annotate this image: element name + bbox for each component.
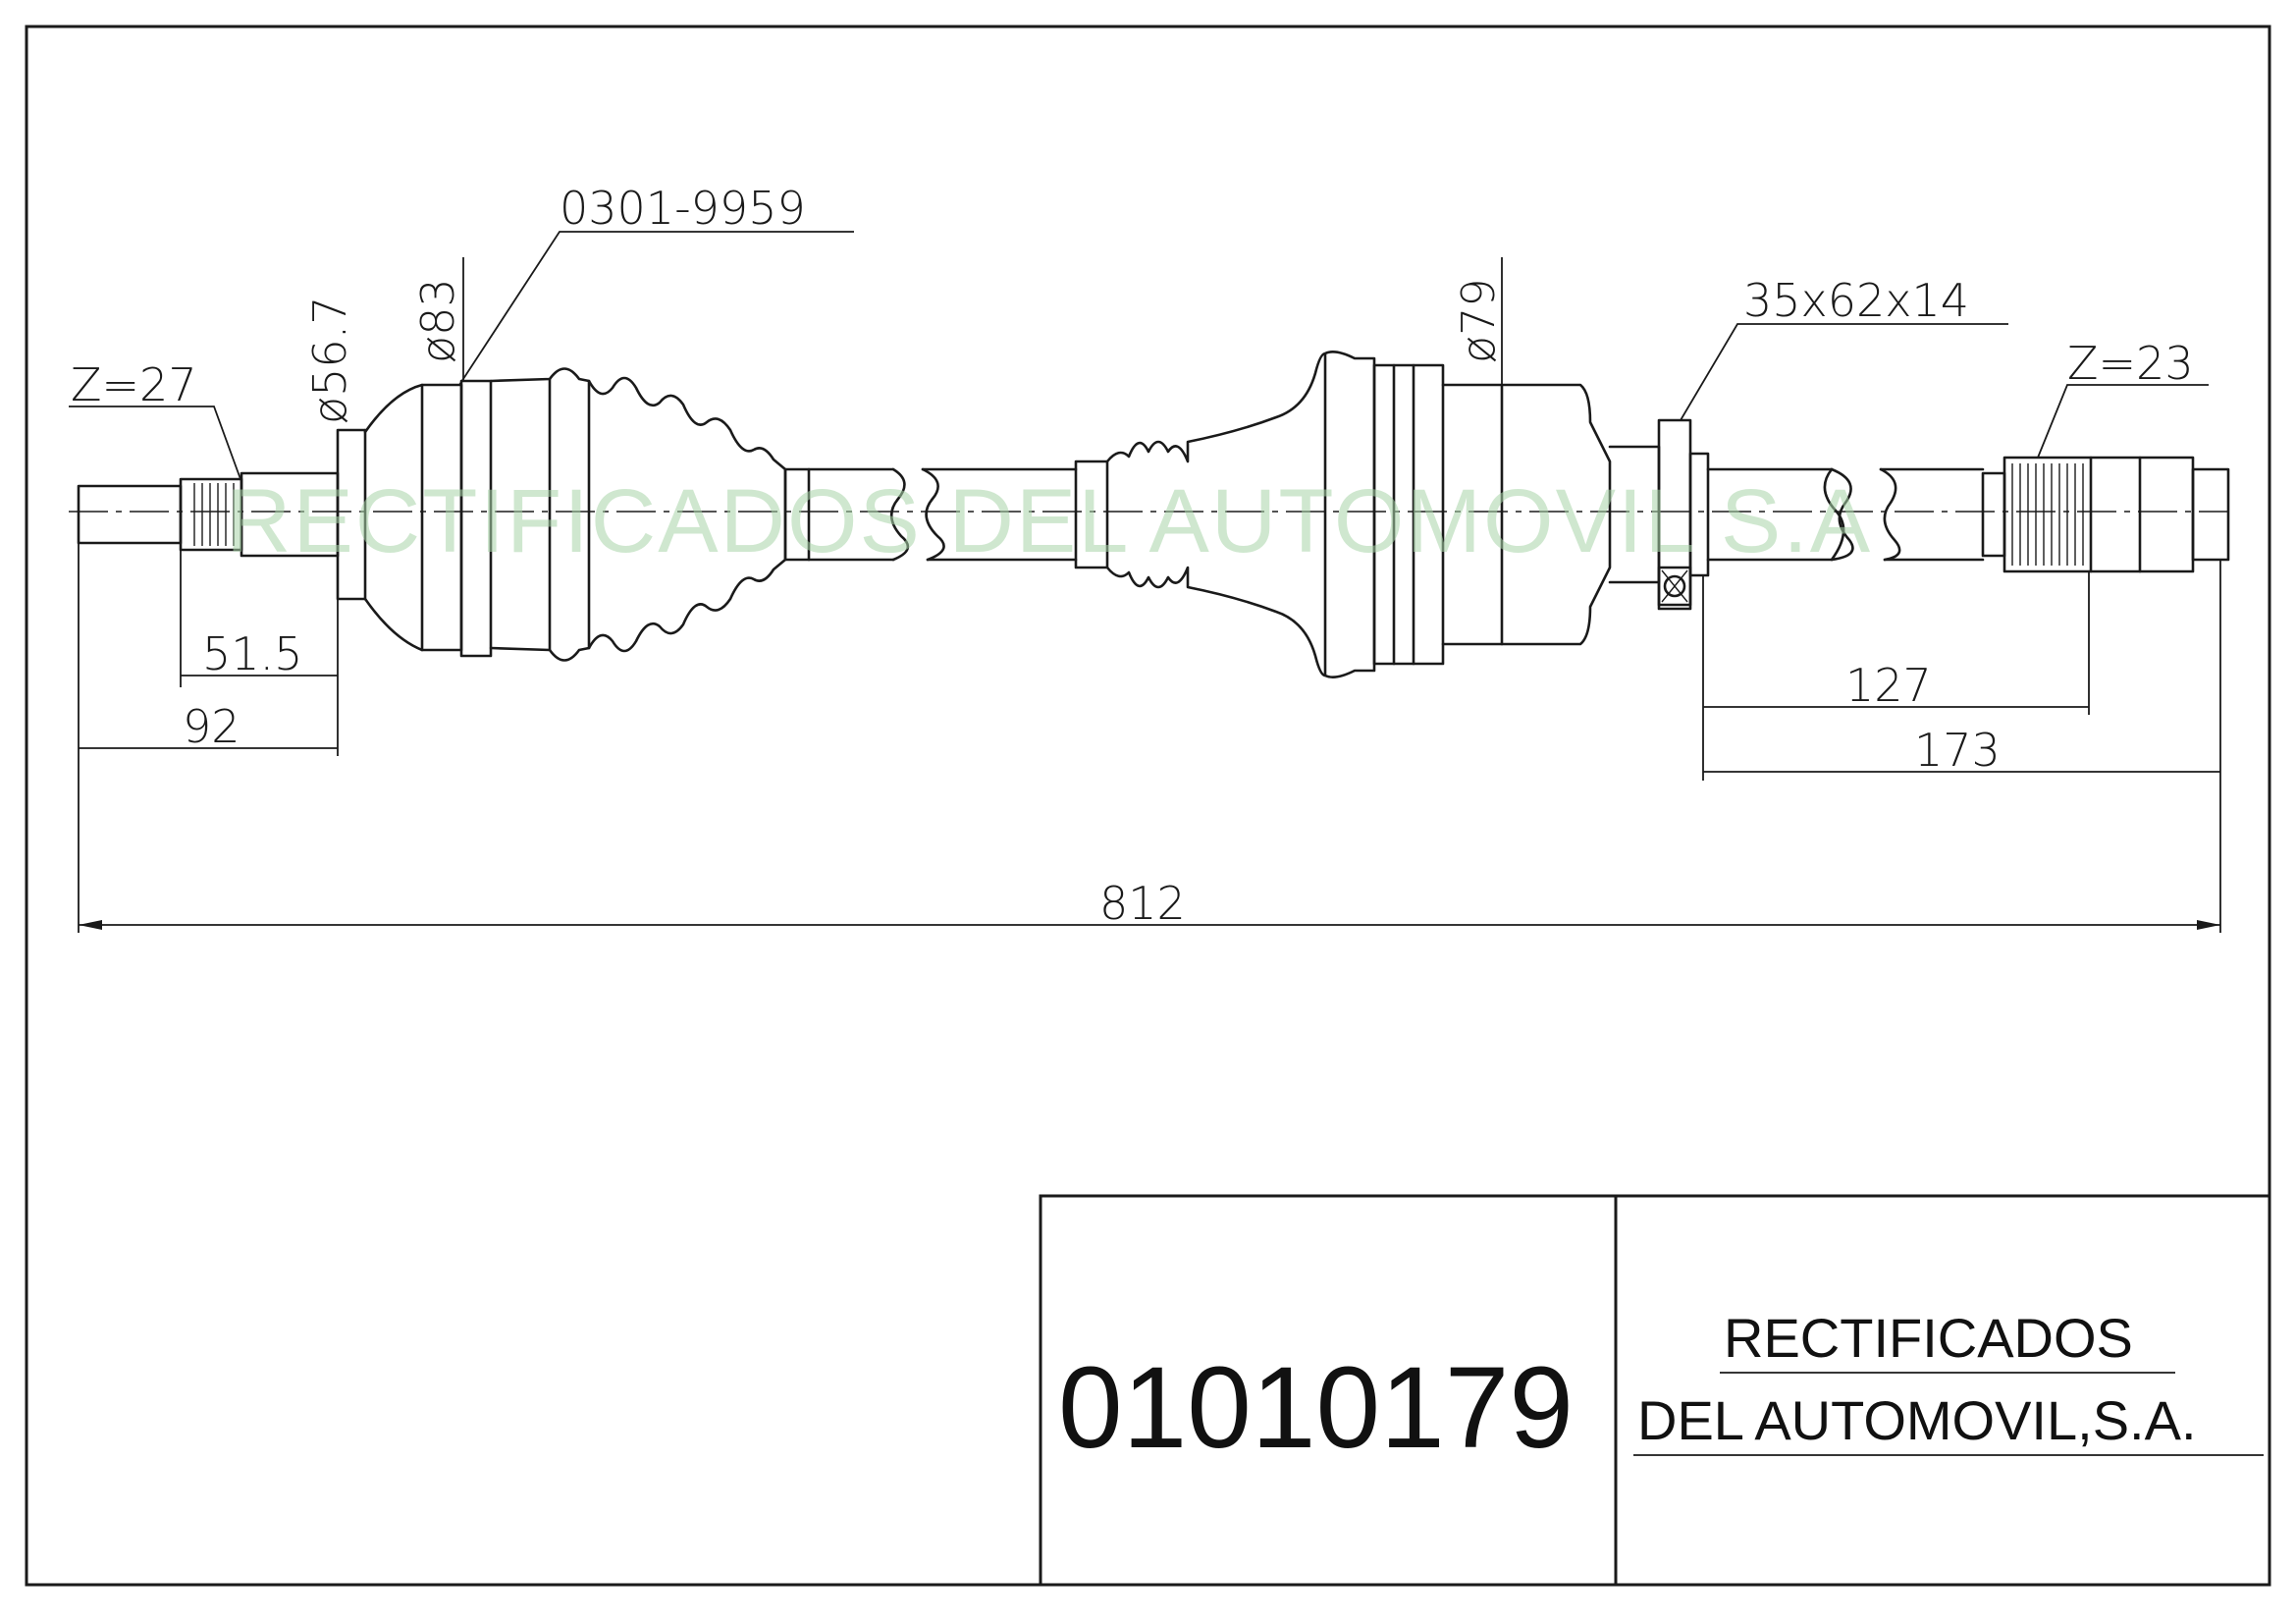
left-cv-joint [336, 379, 493, 658]
bearing [1657, 418, 1710, 611]
leader-right-spline [2037, 384, 2209, 459]
dim-left-spline-length-label: 51.5 [202, 627, 302, 680]
intermediate-shaft-left [807, 467, 1078, 562]
dim-left-overall-label: 92 [183, 700, 240, 753]
watermark-text: RECTIFICADOS DEL AUTOMOVIL S.A [226, 471, 1872, 571]
company-name-line1: RECTIFICADOS [1724, 1307, 2133, 1369]
diameter-inner-joint-label: ø56.7 [303, 296, 356, 424]
dim-right-inner-label: 127 [1845, 659, 1932, 712]
leader-part-reference [458, 231, 854, 386]
right-spline-shaft [1981, 456, 2230, 573]
right-spline-label: Z=23 [2067, 337, 2194, 390]
left-boot [489, 367, 811, 662]
title-block [1039, 1194, 2271, 1587]
dim-total-arrow-left [79, 920, 102, 930]
leader-bearing [1680, 323, 2008, 421]
intermediate-shaft-right [1706, 467, 1985, 562]
bearing-label: 35x62x14 [1743, 274, 1969, 327]
left-stub-shaft [77, 471, 340, 558]
left-spline-label: Z=27 [71, 358, 197, 411]
part-number: 01010179 [1058, 1343, 1574, 1473]
diameter-boot-left-label: ø83 [411, 278, 464, 363]
dim-right-overall-label: 173 [1914, 724, 2001, 777]
right-boot [1074, 351, 1445, 678]
company-name-line2: DEL AUTOMOVIL,S.A. [1637, 1389, 2197, 1451]
leader-left-spline [69, 406, 241, 480]
diameter-boot-right-label: ø79 [1452, 278, 1505, 363]
part-reference-label: 0301-9959 [560, 182, 806, 235]
extension-lines [78, 543, 2221, 933]
dim-total-length-label: 812 [1099, 877, 1186, 930]
dim-total-arrow-right [2197, 920, 2220, 930]
